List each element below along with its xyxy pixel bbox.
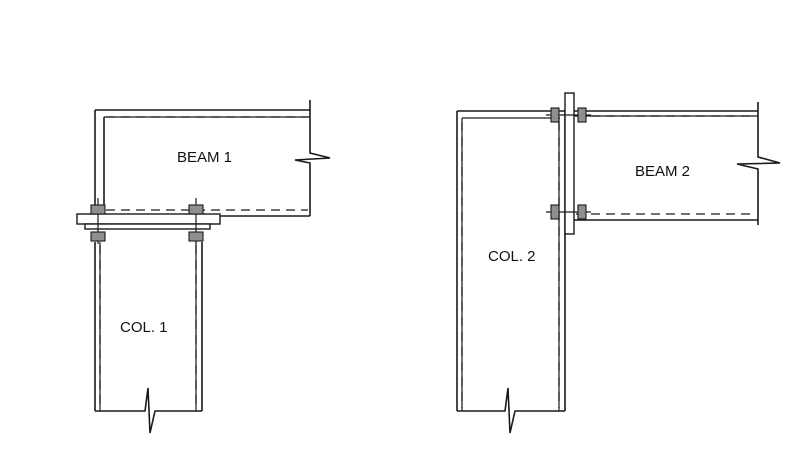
col-2-label: COL. 2 xyxy=(488,248,536,265)
detail-beam2-col2: COL. 2 BEAM 2 xyxy=(456,92,781,434)
beam-1-break-line xyxy=(294,100,331,216)
beam-1-bolt-left xyxy=(90,198,106,244)
beam-2: BEAM 2 xyxy=(574,102,781,225)
col-2-break-line xyxy=(457,387,565,434)
nut-left xyxy=(550,204,560,220)
column-1: COL. 1 xyxy=(94,242,203,434)
col-1-break-line xyxy=(95,387,202,434)
nut-right xyxy=(577,204,587,220)
beam-2-bolt-top xyxy=(546,107,591,123)
col-1-label: COL. 1 xyxy=(120,319,168,336)
column-2: COL. 2 xyxy=(456,110,566,434)
detail-beam1-col1: BEAM 1 COL. 1 xyxy=(76,100,331,434)
beam-2-label: BEAM 2 xyxy=(635,163,690,180)
nut-bottom xyxy=(188,231,204,242)
nut-right xyxy=(577,107,587,123)
beam-2-break-line xyxy=(736,102,781,225)
nut-top xyxy=(90,204,106,215)
beam-1: BEAM 1 xyxy=(94,100,331,217)
nut-left xyxy=(550,107,560,123)
beam-1-label: BEAM 1 xyxy=(177,149,232,166)
nut-top xyxy=(188,204,204,215)
beam-1-bolt-right xyxy=(188,198,204,244)
beam-2-end-plate xyxy=(564,92,575,235)
col-1-cap-plate xyxy=(84,223,211,230)
beam-2-bolt-bottom xyxy=(546,204,591,220)
nut-bottom xyxy=(90,231,106,242)
